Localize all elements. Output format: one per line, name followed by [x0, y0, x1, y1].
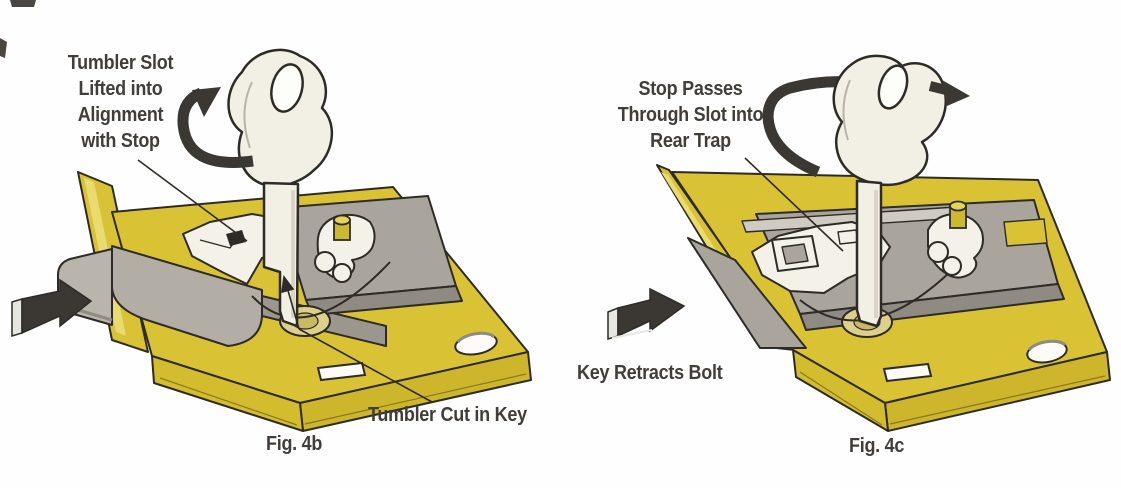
oval-slot-2-shade: [1027, 339, 1067, 351]
artifact-mark-left: [0, 38, 7, 58]
caption-fig-4c: Fig. 4c: [849, 435, 905, 457]
callout-tumbler-cut: Tumbler Cut in Key: [368, 404, 527, 426]
callout-stop-passes: Stop Passes Through Slot into Rear Trap: [617, 78, 764, 152]
front-slot-2: [882, 362, 933, 383]
leader-tumbler-cut-arrow-shaft: [286, 286, 300, 330]
lever-lobe-4: [942, 256, 962, 276]
artifact-mark-top: [10, 0, 36, 7]
caption-fig-4b: Fig. 4b: [266, 433, 323, 455]
screw-slots-2: [882, 339, 1068, 383]
arrow-shape-2: [617, 287, 686, 338]
rotation-arrow-icon: [177, 87, 254, 168]
plate-notch: [1003, 218, 1048, 247]
guide-post: [333, 214, 351, 241]
lever-lobe-3: [927, 241, 949, 263]
front-lip-left: [151, 355, 304, 432]
bolt-direction-arrow-icon-2: [607, 287, 686, 341]
figure-4c-drawing: [607, 54, 1111, 432]
lip-fold-line-2: [799, 371, 1106, 426]
rotation-arrow-icon-2: [762, 76, 853, 178]
figure-4b-drawing: [11, 48, 532, 432]
oval-slot-shade: [456, 331, 496, 343]
leader-stop-passes: [744, 157, 844, 252]
key: [227, 48, 334, 328]
bolt-body: [111, 245, 263, 347]
tumbler-notch: [837, 229, 859, 245]
lip-fold-line: [159, 373, 527, 426]
key-bow-2-hole: [877, 64, 909, 110]
lever-lobe-2: [332, 263, 352, 283]
tumbler-assembly-2: [751, 213, 984, 294]
lever-lobe-1: [314, 251, 336, 273]
tumbler-frame-inner: [781, 243, 809, 265]
key-swing-arc: [251, 261, 391, 319]
scan-artifacts: [0, 0, 36, 58]
key-bow-hole: [270, 63, 304, 113]
leader-lines-4b: [137, 159, 433, 403]
key-bow: [227, 48, 334, 188]
arrow-shape: [21, 278, 93, 335]
mounting-plate: [277, 195, 463, 316]
tumbler-slot-hole: [226, 230, 246, 246]
callout-key-retracts: Key Retracts Bolt: [577, 362, 723, 384]
front-lip-left-2: [792, 349, 889, 432]
arrow-bottom-highlight: [611, 329, 653, 339]
tumbler-step-line: [199, 239, 237, 249]
bolt-direction-arrow-icon: [11, 278, 93, 338]
rotation-arrow-tip: [928, 80, 970, 106]
leader-arrowhead: [281, 274, 295, 294]
key-bow-inner-line: [243, 81, 253, 149]
screw-slots: [316, 331, 498, 382]
retracted-bolt-face: [687, 237, 807, 349]
leader-tumbler-slot: [137, 159, 248, 242]
key-2: [832, 54, 947, 328]
leader-lines-4c: [744, 157, 844, 252]
front-slot: [316, 361, 367, 382]
leader-tumbler-cut: [298, 328, 433, 403]
key-bow-2-inner-line: [842, 79, 851, 141]
arrow-end-cap-2: [607, 306, 619, 341]
callout-tumbler-slot: Tumbler Slot Lifted into Alignment with …: [67, 52, 174, 152]
arrow-end-cap: [11, 297, 23, 338]
guide-post-2: [949, 200, 967, 229]
key-bow-2: [832, 54, 947, 187]
